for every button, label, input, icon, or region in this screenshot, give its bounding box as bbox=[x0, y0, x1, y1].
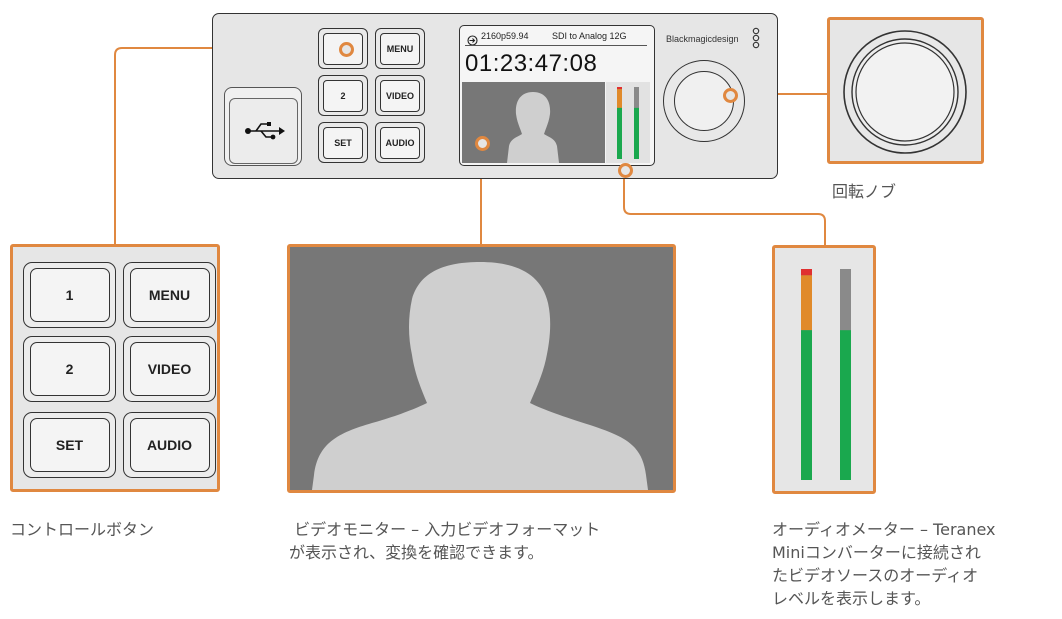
button-label: VIDEO bbox=[380, 79, 420, 112]
control-button-set[interactable]: SET bbox=[23, 412, 116, 478]
button-label: 2 bbox=[323, 79, 363, 112]
connector-buttons bbox=[114, 47, 345, 244]
control-button-menu[interactable]: MENU bbox=[123, 262, 216, 328]
input-arrow-icon bbox=[467, 31, 478, 50]
meter-level-2 bbox=[840, 330, 851, 480]
device-button-video[interactable]: VIDEO bbox=[375, 75, 425, 116]
control-button-audio[interactable]: AUDIO bbox=[123, 412, 216, 478]
callout-dot-audio bbox=[618, 163, 633, 178]
caption-video-line2: が表示され、変換を確認できます。 bbox=[289, 543, 544, 562]
button-label: AUDIO bbox=[380, 126, 420, 159]
lcd-screen: 2160p59.94 SDI to Analog 12G 01:23:47:08 bbox=[459, 25, 655, 166]
usb-icon bbox=[244, 122, 285, 140]
button-label: VIDEO bbox=[129, 342, 210, 396]
meter-level-1 bbox=[801, 330, 812, 480]
button-label: MENU bbox=[129, 268, 210, 322]
button-label: AUDIO bbox=[129, 418, 210, 472]
control-button-2[interactable]: 2 bbox=[23, 336, 116, 402]
rotary-knob-illustration bbox=[843, 30, 967, 154]
mini-audio-meter bbox=[617, 87, 639, 159]
callout-dot-knob bbox=[723, 88, 738, 103]
caption-video-line1: ビデオモニター – 入力ビデオフォーマット bbox=[289, 520, 601, 539]
meter-level-1 bbox=[617, 107, 622, 159]
device-rotary-knob[interactable] bbox=[674, 71, 734, 131]
connector-audio bbox=[623, 172, 826, 245]
video-monitor-callout bbox=[287, 244, 676, 493]
meter-level-2 bbox=[634, 107, 639, 159]
knob-callout bbox=[827, 17, 984, 164]
meter-orange-1 bbox=[617, 89, 622, 108]
divider bbox=[465, 45, 647, 46]
video-format: 2160p59.94 bbox=[481, 31, 529, 41]
mini-meter-panel bbox=[606, 82, 650, 163]
caption-audio-line2: Miniコンバーターに接続され bbox=[772, 543, 981, 562]
device-button-set[interactable]: SET bbox=[318, 122, 368, 163]
device-button-2[interactable]: 2 bbox=[318, 75, 368, 116]
caption-audio-line3: たビデオソースのオーディオ bbox=[772, 566, 979, 585]
caption-audio-line4: レベルを表示します。 bbox=[772, 589, 931, 608]
brand-logo: Blackmagicdesign bbox=[666, 34, 739, 44]
meter-peak-1 bbox=[617, 87, 622, 90]
button-label: MENU bbox=[380, 32, 420, 65]
audio-meter-callout bbox=[772, 245, 876, 494]
callout-dot-buttons bbox=[339, 42, 354, 57]
control-buttons-callout: 1 MENU 2 VIDEO SET AUDIO bbox=[10, 244, 220, 492]
button-label: 1 bbox=[29, 268, 110, 322]
device-button-audio[interactable]: AUDIO bbox=[375, 122, 425, 163]
caption-buttons: コントロールボタン bbox=[10, 520, 155, 539]
button-label: SET bbox=[29, 418, 110, 472]
control-button-1[interactable]: 1 bbox=[23, 262, 116, 328]
brand-mark-icon bbox=[752, 27, 760, 53]
timecode: 01:23:47:08 bbox=[465, 50, 598, 77]
button-label: SET bbox=[323, 126, 363, 159]
meter-orange-1 bbox=[801, 275, 812, 331]
caption-knob: 回転ノブ bbox=[832, 182, 897, 201]
device-button-menu[interactable]: MENU bbox=[375, 28, 425, 69]
audio-level-meter bbox=[801, 269, 851, 480]
caption-audio-line1: オーディオメーター – Teranex bbox=[772, 520, 996, 539]
usb-port[interactable] bbox=[229, 98, 298, 164]
button-label: 2 bbox=[29, 342, 110, 396]
person-silhouette bbox=[507, 92, 559, 163]
control-button-video[interactable]: VIDEO bbox=[123, 336, 216, 402]
conversion-type: SDI to Analog 12G bbox=[552, 31, 627, 41]
callout-dot-video bbox=[475, 136, 490, 151]
device-button-1[interactable] bbox=[318, 28, 368, 69]
meter-peak-1 bbox=[801, 269, 812, 276]
person-silhouette bbox=[312, 262, 648, 490]
